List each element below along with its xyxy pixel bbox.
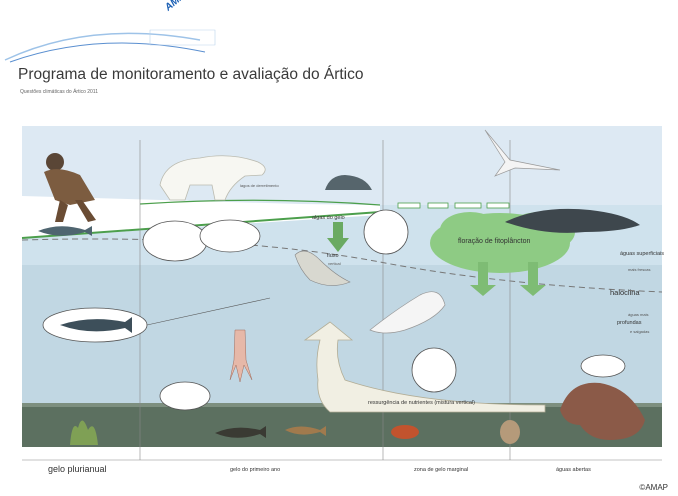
ice-floe xyxy=(427,202,449,209)
flux-label: fluxo xyxy=(327,253,339,259)
deep-sub-label: e salgadas xyxy=(630,329,650,334)
walrus xyxy=(560,382,645,440)
copyright: ©AMAP xyxy=(639,483,668,492)
polar-bear xyxy=(159,155,266,201)
flatfish xyxy=(285,426,326,436)
copepod-inset xyxy=(142,220,208,262)
algae-inset xyxy=(363,209,409,255)
seal-on-ice xyxy=(325,175,372,190)
hunter xyxy=(44,153,96,222)
upwelling-label: ressurgência de nutrientes (mistura vert… xyxy=(368,400,475,406)
sea-ice xyxy=(22,196,380,238)
ringed-seal xyxy=(294,250,351,286)
page-subtitle: Questões climáticas do Ártico 2011 xyxy=(20,89,99,95)
zone-first-year-ice: gelo do primeiro ano xyxy=(230,467,281,473)
flux-sub-label: vertical xyxy=(328,261,341,266)
bloom-label: floração de fitoplâncton xyxy=(458,238,531,245)
sculpin xyxy=(215,426,266,438)
flux-arrow xyxy=(327,222,349,252)
zone-marginal-ice: zona de gelo marginal xyxy=(414,467,469,473)
ice-algae-label: algas do gelo xyxy=(312,215,345,221)
krill-inset xyxy=(411,347,457,393)
upwelling-arrow xyxy=(303,321,546,413)
deep-waters-top-label: águas mais xyxy=(628,312,649,317)
page-title: Programa de monitoramento e avaliação do… xyxy=(18,66,364,83)
fish-on-ice xyxy=(38,226,92,236)
halocline-label: haloclina xyxy=(610,288,640,297)
crab xyxy=(391,425,419,439)
beluga xyxy=(369,291,446,334)
shrimp-inset xyxy=(159,381,211,411)
zone-open-water: águas abertas xyxy=(556,467,591,473)
squid xyxy=(229,329,253,383)
clam xyxy=(500,420,520,444)
amphipod-inset xyxy=(199,219,261,253)
seaweed xyxy=(70,420,98,445)
ice-floe xyxy=(486,202,510,209)
prawn-inset xyxy=(580,354,626,378)
surface-waters-label: águas superficiais xyxy=(620,251,665,257)
deep-waters-label: profundas xyxy=(617,320,642,326)
leads-label: lagos de derretimento xyxy=(240,183,279,188)
bowhead-whale xyxy=(505,208,640,233)
ice-floe xyxy=(454,202,482,209)
ice-floe xyxy=(397,202,421,209)
amap-logo-arc xyxy=(4,29,216,63)
gull xyxy=(484,129,561,177)
surface-sub-label: mais frescas xyxy=(628,267,651,272)
zone-multiyear-ice: gelo plurianual xyxy=(48,464,107,474)
